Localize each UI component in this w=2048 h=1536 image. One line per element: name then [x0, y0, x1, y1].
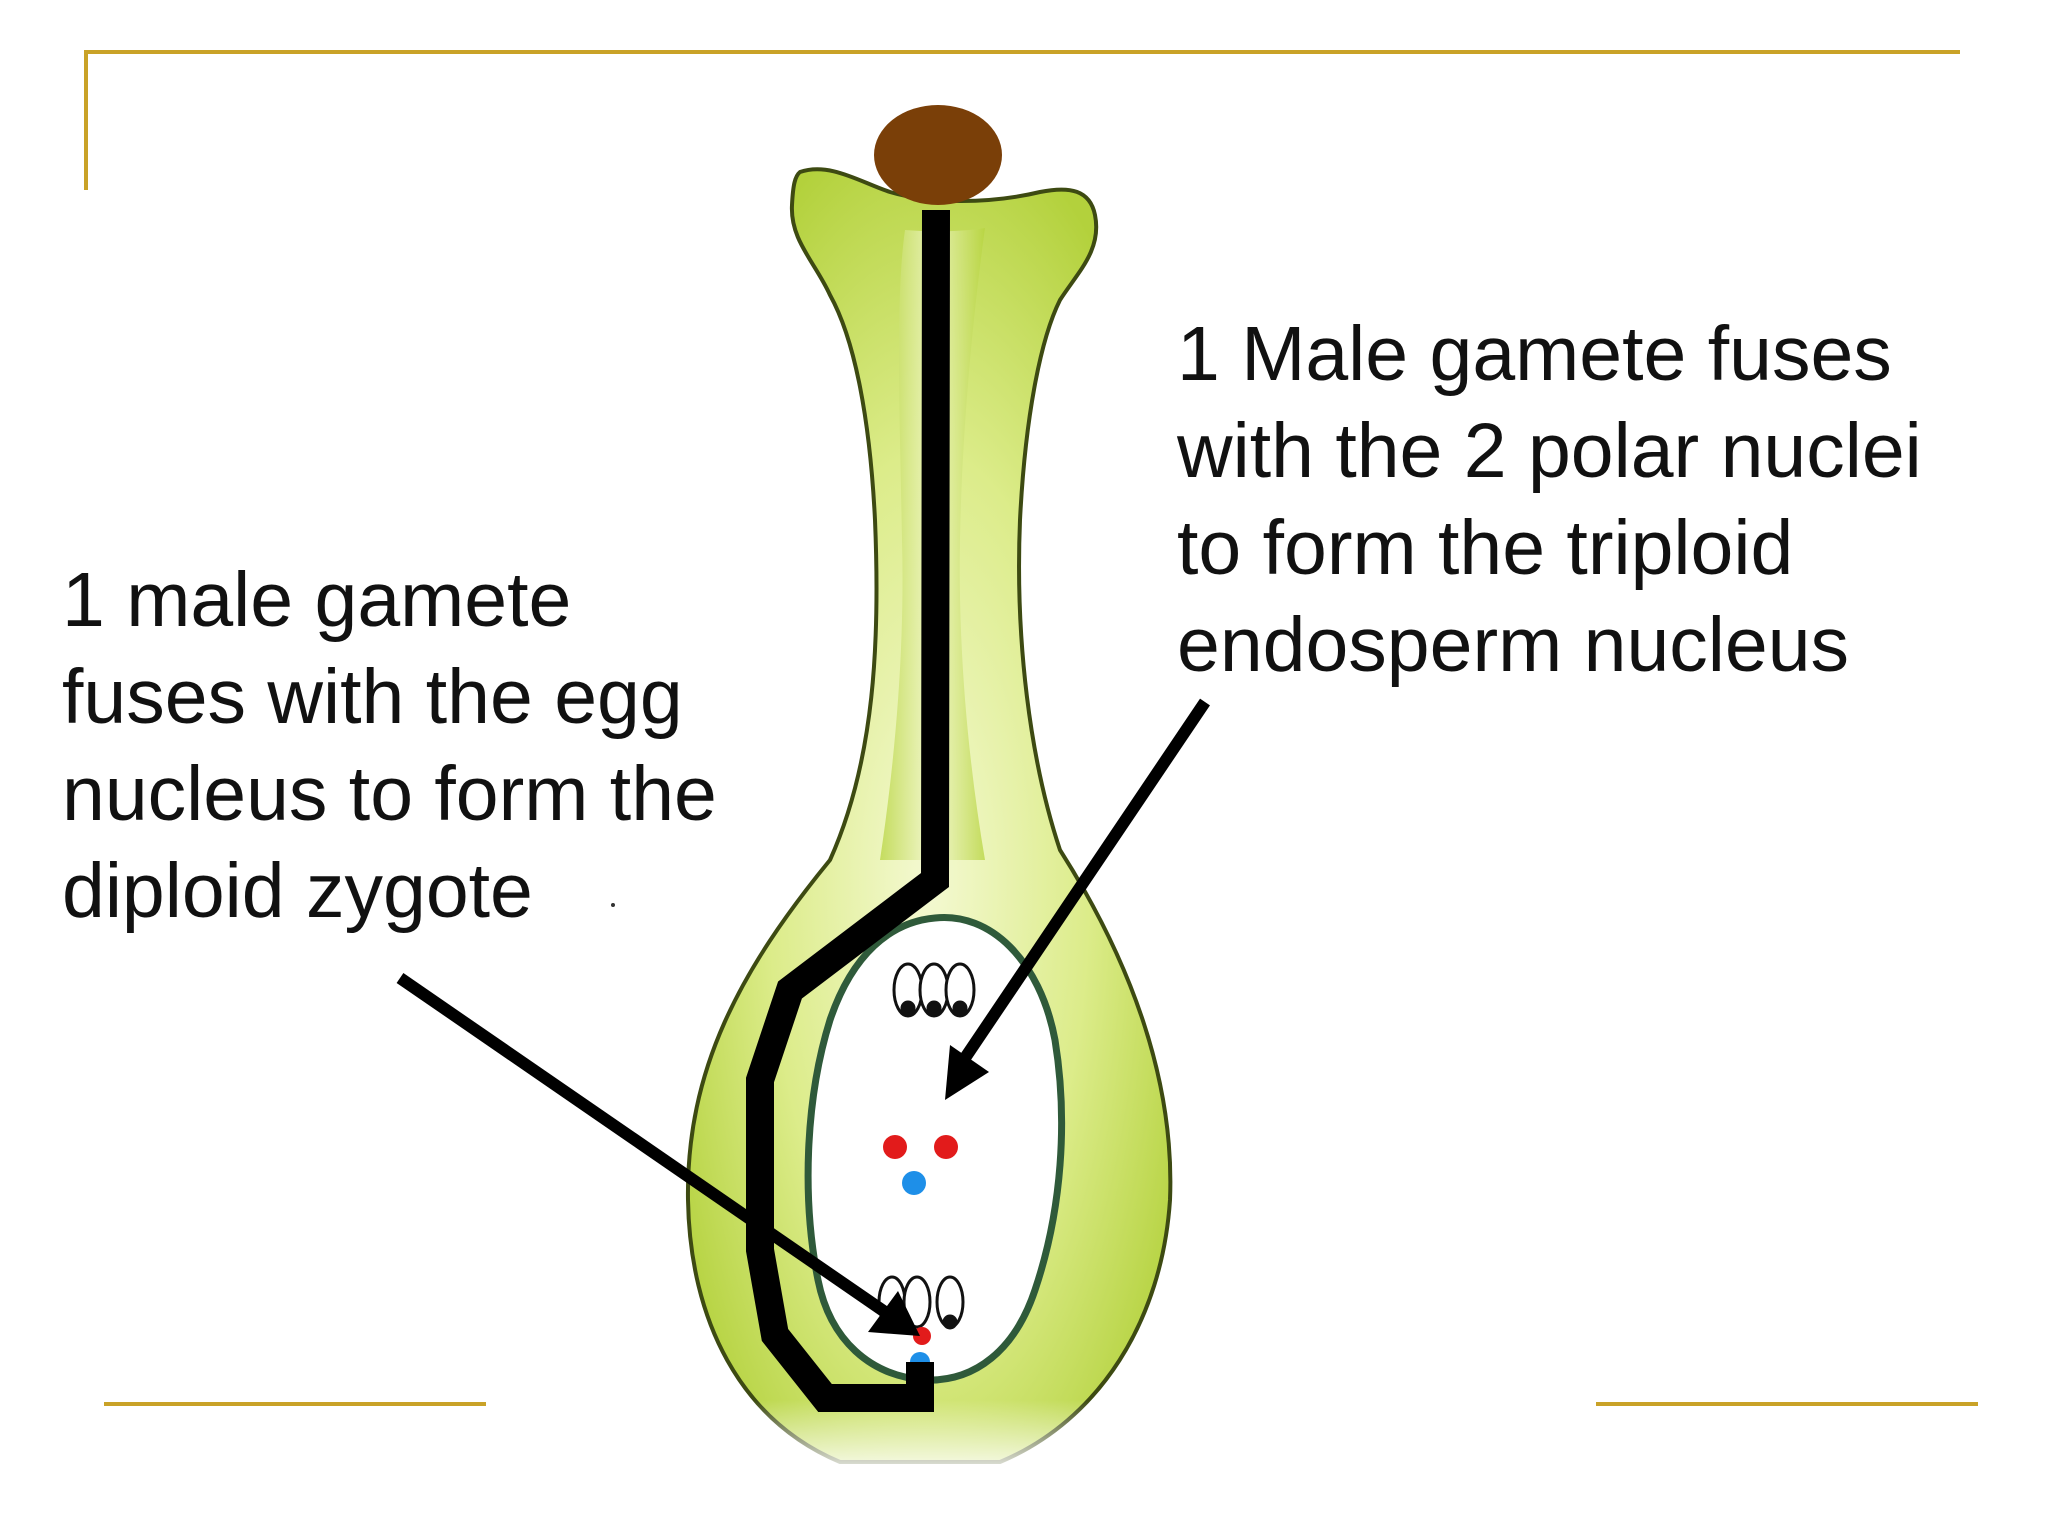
endosperm-label-line-4: endosperm nucleus [1177, 602, 1850, 688]
antipodal-cells [892, 962, 976, 1018]
zygote-label-line-1: 1 male gamete [62, 557, 572, 643]
frame-bottom-left-line [104, 1402, 486, 1406]
zygote-label-line-2: fuses with the egg [62, 654, 683, 740]
male-gamete-endosperm [883, 1135, 907, 1159]
zygote-label-line-3: nucleus to form the [62, 751, 717, 837]
pollen-grain [874, 105, 1002, 205]
frame-bottom-right-line [1596, 1402, 1978, 1406]
pollen-tube [746, 209, 950, 1412]
arrow-endosperm [960, 698, 1210, 1062]
frame-top-line [86, 50, 1960, 54]
arrow-zygote-head [868, 1291, 920, 1336]
endosperm-label-line-3: to form the triploid [1177, 505, 1794, 591]
endosperm-label-line-1: 1 Male gamete fuses [1177, 311, 1892, 397]
endosperm-label: 1 Male gamete fuses with the 2 polar nuc… [1177, 306, 1922, 694]
zygote-label: 1 male gamete fuses with the egg nucleus… [62, 552, 717, 940]
zygote-label-line-4: diploid zygote [62, 848, 533, 934]
endosperm-label-line-2: with the 2 polar nuclei [1177, 408, 1922, 494]
polar-nucleus [902, 1171, 926, 1195]
arrow-zygote [396, 973, 889, 1317]
frame-left-line [84, 50, 88, 190]
base-fade [680, 1400, 1180, 1480]
male-gamete-pair [934, 1135, 958, 1159]
arrow-endosperm-head [945, 1045, 989, 1100]
speck [611, 903, 615, 907]
